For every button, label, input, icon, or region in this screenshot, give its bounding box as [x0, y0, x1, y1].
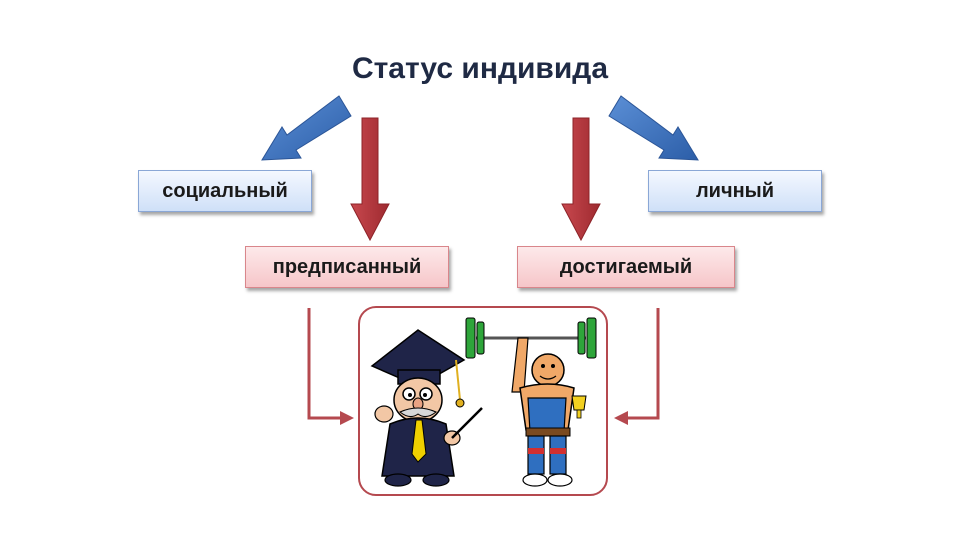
arrow-to-personal — [608, 95, 699, 161]
node-achieved-label: достигаемый — [559, 255, 693, 278]
connector-achieved — [614, 308, 660, 425]
node-ascribed-label: предписанный — [272, 255, 422, 278]
node-social-label: социальный — [162, 179, 288, 202]
node-personal: личный — [648, 170, 822, 212]
node-social: социальный — [138, 170, 312, 212]
diagram-title: Статус индивида — [351, 52, 609, 85]
professor-icon — [370, 329, 483, 487]
arrow-to-social — [261, 95, 352, 161]
node-ascribed: предписанный — [245, 246, 449, 288]
node-achieved: достигаемый — [517, 246, 735, 288]
illustration — [370, 317, 597, 487]
connector-ascribed — [307, 308, 354, 425]
illustration-frame — [358, 306, 608, 496]
node-personal-label: личный — [695, 179, 775, 202]
arrow-to-achieved — [561, 117, 601, 242]
arrow-to-ascribed — [350, 117, 390, 242]
weightlifter-icon — [465, 317, 597, 487]
